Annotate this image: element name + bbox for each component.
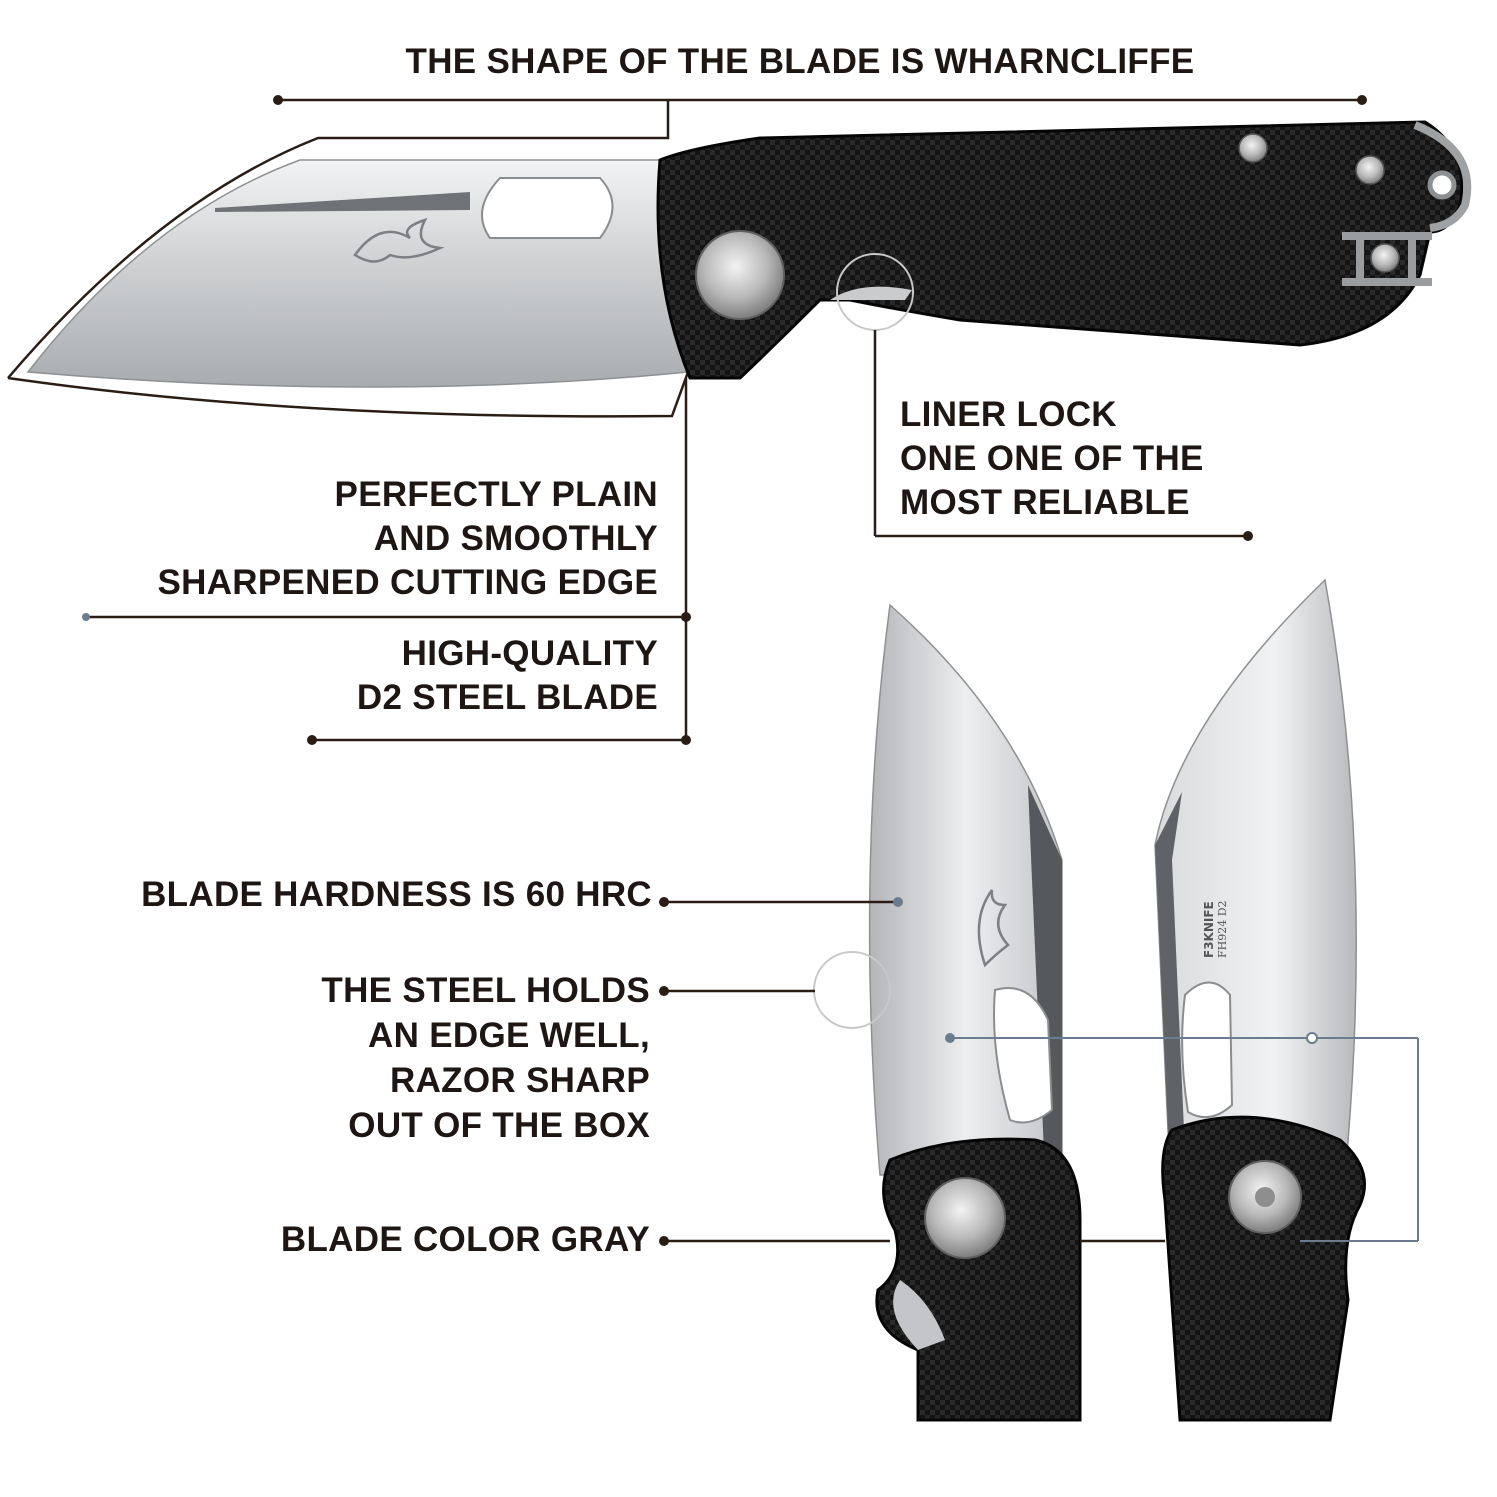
bottom-right-handle bbox=[1161, 1115, 1366, 1422]
steel-blade-label: HIGH-QUALITY D2 STEEL BLADE bbox=[356, 634, 658, 717]
blade-outline bbox=[7, 100, 670, 379]
flame-logo-icon bbox=[353, 217, 445, 263]
blade-color-label: BLADE COLOR GRAY bbox=[280, 1220, 650, 1259]
hardness-label: BLADE HARDNESS IS 60 HRC bbox=[141, 875, 652, 914]
blade-shape-label: THE SHAPE OF THE BLADE IS WHARNCLIFFE bbox=[405, 42, 1195, 81]
blade-model-stamp: FH924 D2 bbox=[1216, 900, 1229, 958]
top-handle bbox=[656, 120, 1464, 380]
edge-retention-label: THE STEEL HOLDS AN EDGE WELL, RAZOR SHAR… bbox=[321, 971, 650, 1145]
edge-outline bbox=[7, 371, 690, 418]
blade-grind bbox=[215, 192, 470, 212]
cutting-edge-label: PERFECTLY PLAIN AND SMOOTHLY SHARPENED C… bbox=[157, 475, 658, 602]
bottom-right-hole bbox=[1181, 981, 1234, 1119]
blade-brand-stamp: F3KNIFE bbox=[1202, 901, 1216, 958]
pivot-screw bbox=[695, 230, 785, 320]
blade-hole bbox=[481, 177, 614, 239]
flame-logo-icon-2 bbox=[977, 889, 1010, 968]
liner-lock-label: LINER LOCK ONE ONE OF THE MOST RELIABLE bbox=[900, 395, 1204, 522]
bottom-left-hole bbox=[993, 987, 1054, 1124]
pivot-screw-2 bbox=[924, 1177, 1006, 1259]
